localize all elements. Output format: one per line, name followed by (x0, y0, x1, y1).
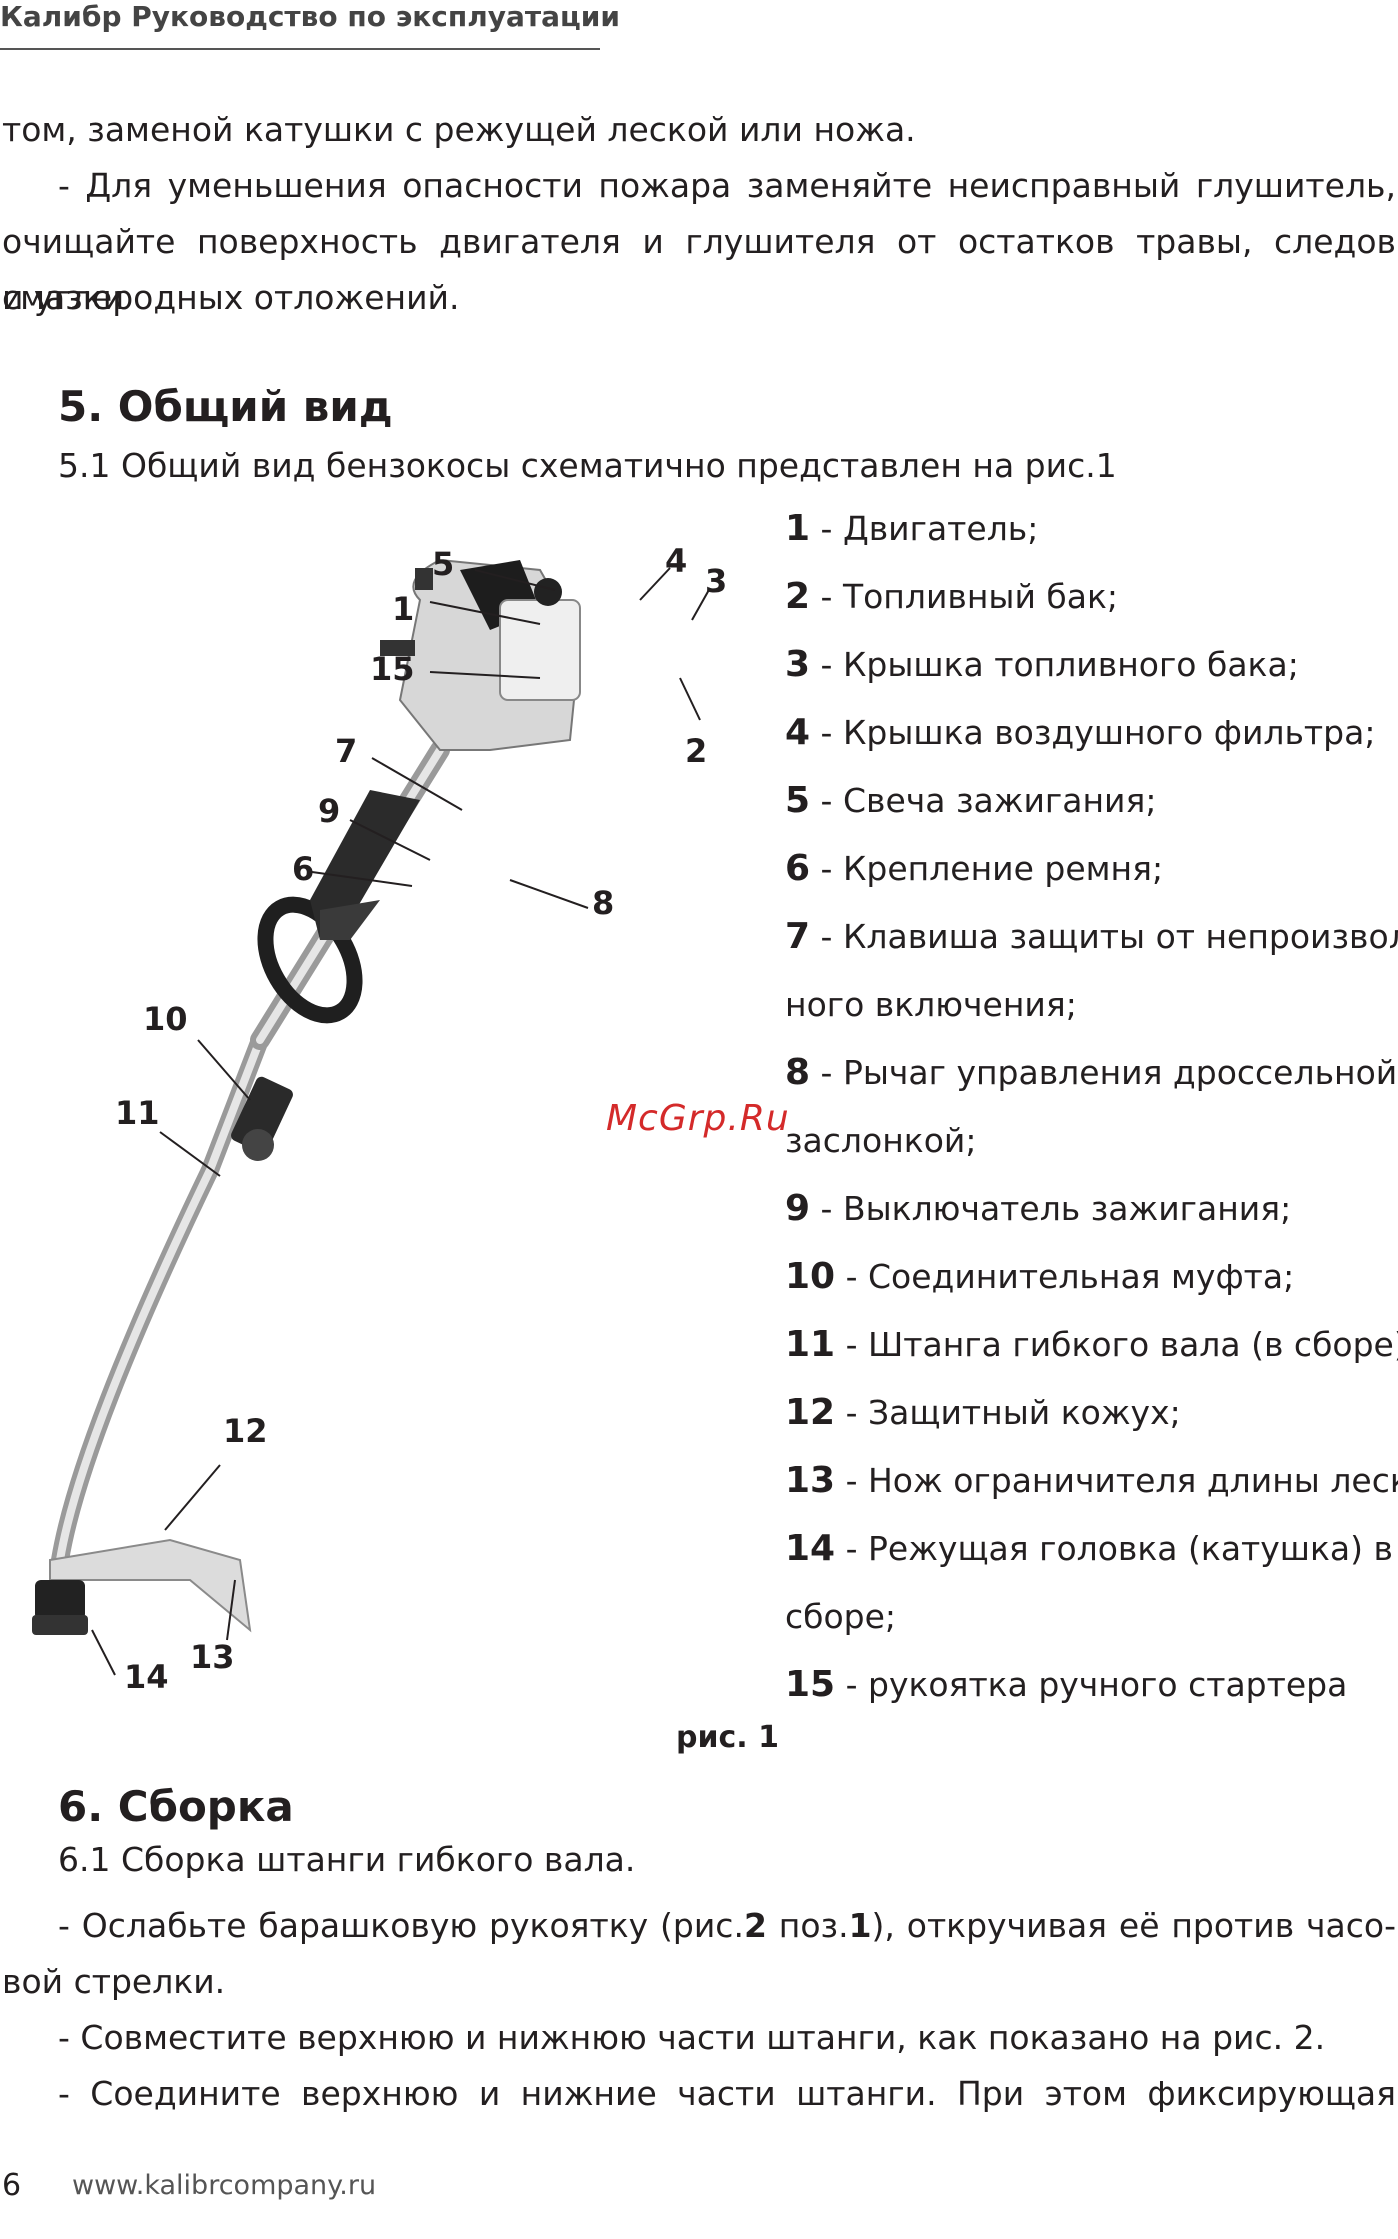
figure-label: 10 (143, 1000, 188, 1038)
figure-label: 12 (223, 1412, 268, 1450)
section-intro: 5.1 Общий вид бензокосы схематично предс… (58, 446, 1117, 485)
legend-item: 12 - Защитный кожух; (785, 1392, 1181, 1433)
legend-item: 4 - Крышка воздушного фильтра; (785, 712, 1376, 753)
figure-label: 7 (335, 732, 357, 770)
legend-item: 11 - Штанга гибкого вала (в сборе); (785, 1324, 1398, 1365)
legend-item: ного включения; (785, 985, 1077, 1024)
paragraph-line: очищайте поверхность двигателя и глушите… (2, 222, 1396, 317)
legend-item: 8 - Рычаг управления дроссельной (785, 1052, 1398, 1093)
paragraph-line: - Ослабьте барашковую рукоятку (рис.2 по… (58, 1906, 1396, 1945)
paragraph-line: - Совместите верхнюю и нижнюю части штан… (58, 2018, 1326, 2057)
throttle-handle (310, 790, 420, 940)
footer-url[interactable]: www.kalibrcompany.ru (72, 2170, 377, 2201)
figure-label: 4 (665, 542, 687, 580)
section-title: 5. Общий вид (58, 382, 393, 431)
legend-item: 9 - Выключатель зажигания; (785, 1188, 1292, 1229)
loop-handle (257, 896, 363, 1024)
figure-label: 8 (592, 884, 614, 922)
legend-item: 7 - Клавиша защиты от непроизволь- (785, 916, 1398, 957)
page-number: 6 (2, 2168, 22, 2203)
paragraph-line: - Соедините верхнюю и нижние части штанг… (58, 2074, 1396, 2113)
legend-item: 14 - Режущая головка (катушка) в (785, 1528, 1393, 1569)
figure-label: 3 (705, 562, 727, 600)
cutting-head (35, 1580, 85, 1620)
section-title: 6. Сборка (58, 1782, 294, 1831)
legend-item: заслонкой; (785, 1121, 977, 1160)
legend-item: 15 - рукоятка ручного стартера (785, 1664, 1348, 1705)
spark-plug (415, 568, 433, 590)
legend-item: 1 - Двигатель; (785, 508, 1039, 549)
section-intro: 6.1 Сборка штанги гибкого вала. (58, 1840, 636, 1879)
legend-item: 3 - Крышка топливного бака; (785, 644, 1299, 685)
figure-label: 14 (124, 1658, 169, 1696)
running-header: Калибр Руководство по эксплуатации (0, 0, 621, 33)
paragraph-line: и углеродных отложений. (2, 278, 460, 317)
header-rule (0, 48, 600, 50)
fuel-cap (534, 578, 562, 606)
paragraph-line: вой стрелки. (2, 1962, 226, 2001)
figure-label: 15 (370, 650, 415, 688)
figure-label: 2 (685, 732, 707, 770)
legend-item: 5 - Свеча зажигания; (785, 780, 1157, 821)
figure-label: 1 (392, 590, 414, 628)
legend-item: 13 - Нож ограничителя длины лески; (785, 1460, 1398, 1501)
figure-label: 13 (190, 1638, 235, 1676)
paragraph-line: том, заменой катушки с режущей леской ил… (2, 110, 916, 149)
figure-label: 9 (318, 792, 340, 830)
legend-item: 2 - Топливный бак; (785, 576, 1119, 617)
figure-caption: рис. 1 (676, 1720, 779, 1755)
watermark: McGrp.Ru (606, 1098, 790, 1139)
figure-label: 5 (432, 545, 454, 583)
legend-item: 10 - Соединительная муфта; (785, 1256, 1295, 1297)
figure-label: 6 (292, 850, 314, 888)
paragraph-line: - Для уменьшения опасности пожара заменя… (58, 166, 1396, 205)
legend-item: сборе; (785, 1597, 897, 1636)
brush-cutter-figure: 5 4 3 1 15 7 2 9 6 8 10 11 12 13 14 (32, 542, 727, 1696)
starter-handle (380, 640, 415, 656)
fuel-tank (499, 599, 581, 701)
legend-item: 6 - Крепление ремня; (785, 848, 1164, 889)
figure-label: 11 (115, 1094, 160, 1132)
